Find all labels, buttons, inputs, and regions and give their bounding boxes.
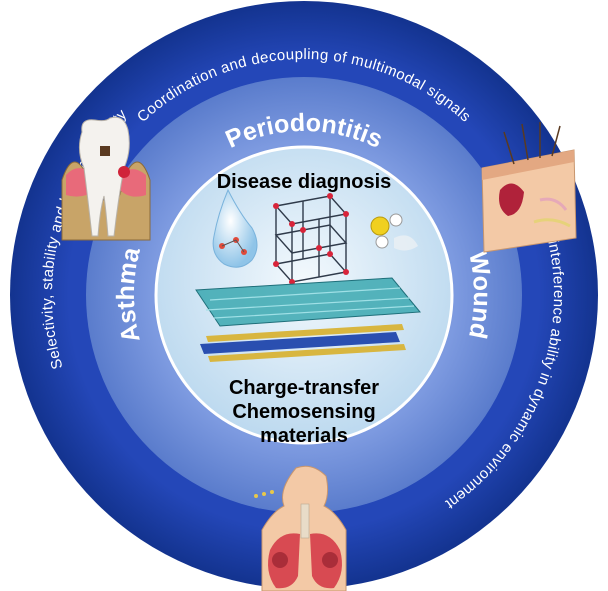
center-subtitle-line1: Charge-transfer xyxy=(229,377,379,399)
center-subtitle-line3: materials xyxy=(260,425,348,447)
inner-label-wound: Wound xyxy=(463,249,496,341)
skin-icon xyxy=(481,122,577,253)
center-title: Disease diagnosis xyxy=(217,171,392,193)
water-droplet-icon xyxy=(212,188,258,268)
layered-sheet-icon xyxy=(195,277,422,362)
mof-nodes xyxy=(273,193,349,285)
tooth-icon xyxy=(61,116,151,241)
lungs-icon xyxy=(254,465,347,591)
gas-molecule-icon xyxy=(370,213,418,251)
center-subtitle-line2: Chemosensing xyxy=(232,401,375,423)
